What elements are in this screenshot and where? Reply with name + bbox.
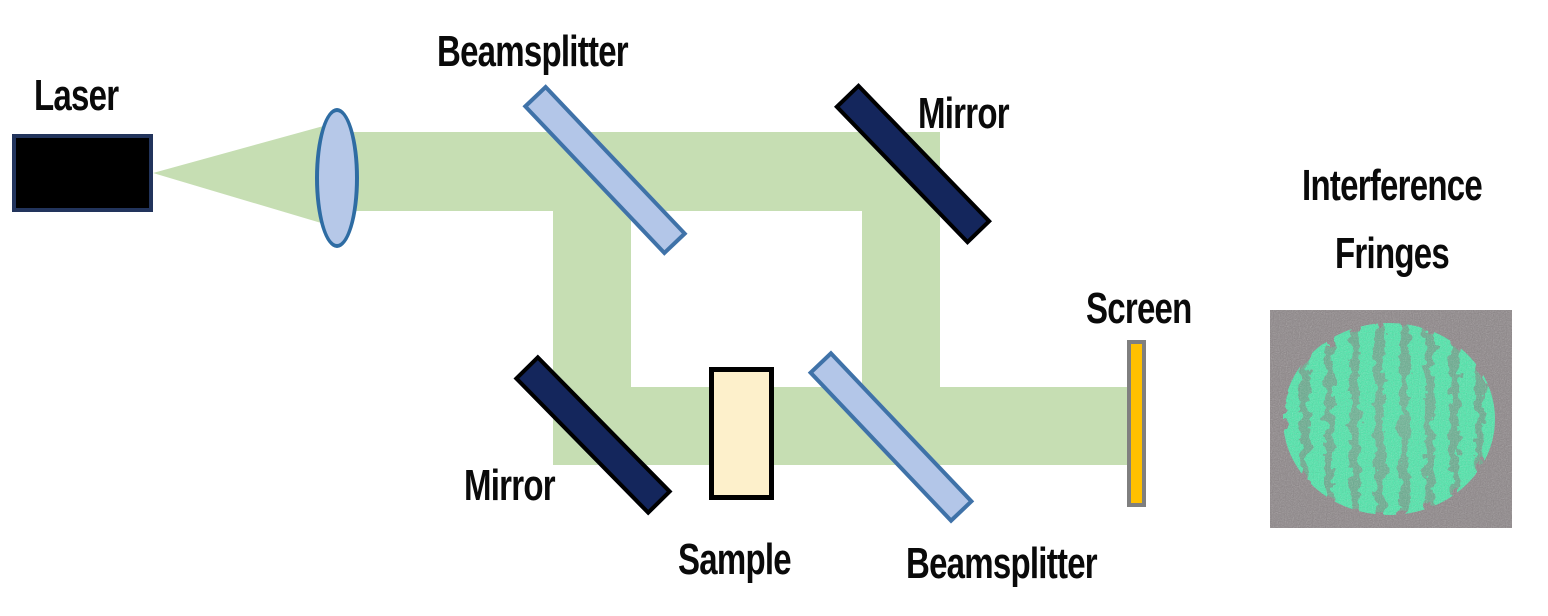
fringes-grain-overlay (1270, 310, 1512, 528)
fringes-title-line1: Interference (1302, 161, 1483, 210)
interference-fringes-image (1270, 310, 1512, 528)
fringes-title-line2: Fringes (1335, 229, 1450, 278)
beamsplitter-bottom-label: Beamsplitter (906, 539, 1098, 588)
laser-label: Laser (34, 71, 119, 120)
sample-label: Sample (678, 535, 792, 584)
screen-bar (1127, 340, 1146, 507)
laser-box (12, 134, 153, 212)
screen-label: Screen (1086, 284, 1192, 333)
mirror-bottom-label: Mirror (464, 461, 556, 510)
mirror-top-label: Mirror (918, 89, 1010, 138)
collimating-lens (315, 108, 359, 248)
fringes-title: Interference Fringes (1262, 164, 1522, 276)
sample-cell (709, 367, 774, 500)
beamsplitter-top-label: Beamsplitter (437, 27, 629, 76)
beam-expanding-cone (153, 122, 338, 228)
